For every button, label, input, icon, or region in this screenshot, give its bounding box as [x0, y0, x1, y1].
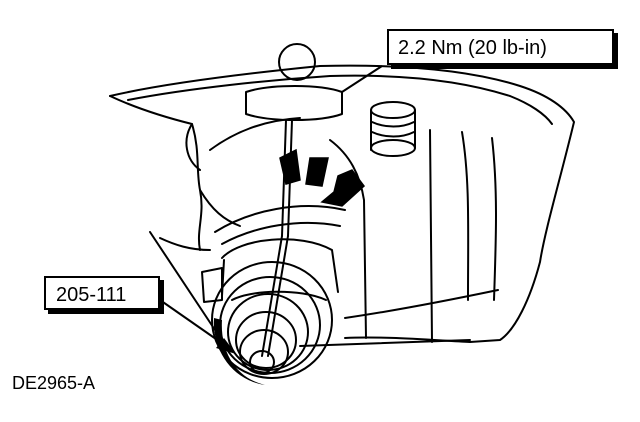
wrench-extension	[261, 235, 289, 357]
bearing-cap-top	[370, 101, 416, 119]
case-right-line-1	[429, 129, 433, 343]
housing-inner-rim	[127, 74, 553, 125]
yoke-left	[221, 259, 225, 297]
case-inner-arc	[209, 117, 301, 151]
flange-ring-2	[227, 293, 309, 371]
flange-shadow	[213, 318, 265, 385]
yoke-lower	[231, 290, 327, 301]
housing-left-edge	[109, 95, 203, 251]
arrow-segment-1	[279, 148, 301, 185]
ring-gear-arc-1	[214, 205, 346, 233]
side-block	[201, 267, 223, 303]
figure-id-label: DE2965-A	[12, 373, 96, 393]
housing-outline	[109, 64, 575, 343]
case-side-bulge	[185, 123, 201, 171]
tool-leader	[159, 299, 227, 347]
yoke-upper	[221, 238, 339, 293]
case-left-curve	[199, 189, 241, 227]
bearing-cap-bottom	[370, 139, 416, 157]
wrench-handle	[245, 85, 343, 121]
case-right-line-3	[491, 137, 497, 301]
housing-left-flange-2	[159, 237, 211, 251]
bearing-cap-body	[370, 109, 416, 151]
flange-hub	[239, 329, 289, 375]
case-floor	[299, 339, 471, 347]
wrench-knob	[278, 43, 316, 81]
case-bottom-line	[344, 289, 499, 319]
torque-spec-callout: 2.2 Nm (20 lb-in)	[387, 29, 614, 65]
flange-ring-3	[235, 311, 297, 369]
arrow-segment-2	[305, 157, 329, 187]
arrow-head	[320, 169, 366, 207]
case-right-line-2	[461, 131, 470, 301]
tool-leader-arrowhead	[216, 338, 236, 354]
torque-leader	[341, 65, 383, 93]
ring-gear-arc-2	[221, 221, 341, 245]
case-center-line	[329, 139, 367, 339]
flange-outer	[211, 261, 333, 379]
tool-number-callout: 205-111	[44, 276, 160, 310]
rotation-arrow	[279, 148, 366, 207]
bearing-cap-bands	[371, 121, 415, 138]
housing-left-flange	[149, 231, 216, 331]
